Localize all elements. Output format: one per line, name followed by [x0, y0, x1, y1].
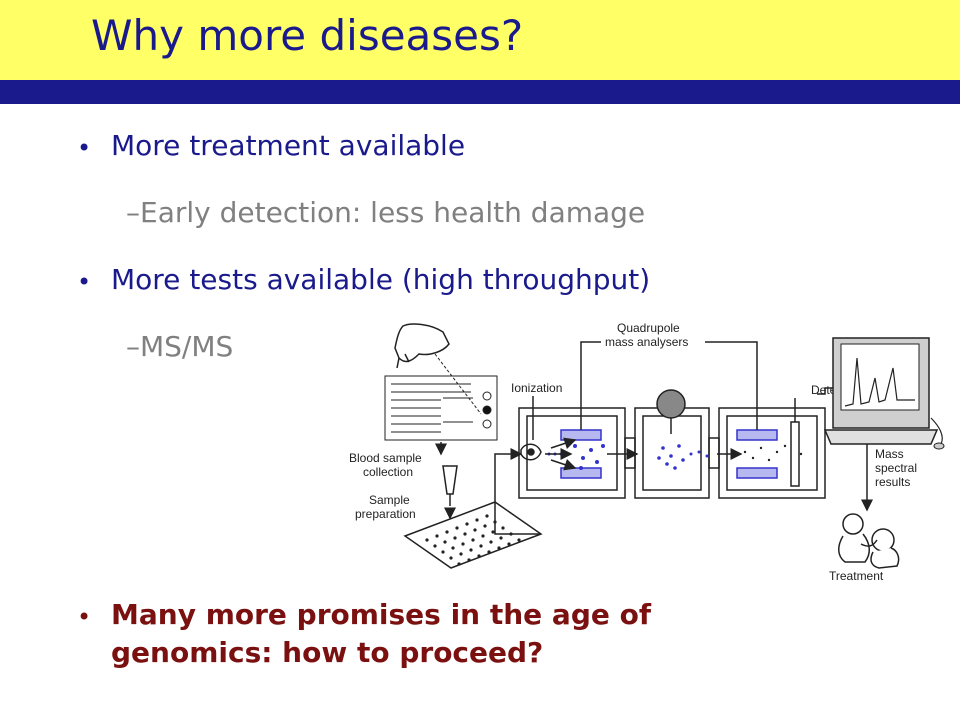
bullet-1-subitem: –Early detection: less health damage	[126, 196, 646, 229]
hand-icon	[394, 323, 450, 369]
bullet-2-subitem: –MS/MS	[126, 330, 234, 363]
bullet-3-text: Many more promises in the age of genomic…	[111, 598, 652, 669]
slide-title: Why more diseases?	[91, 11, 524, 60]
bullet-1-text: More treatment available	[111, 129, 466, 162]
vacuum-housing	[518, 407, 826, 499]
title-band	[0, 0, 960, 80]
mass-label-2: spectral	[875, 461, 917, 475]
ionization-label: Ionization	[511, 381, 562, 395]
treatment-label: Treatment	[829, 569, 884, 583]
msms-diagram: Blood sample collection Sample preparati…	[349, 321, 945, 583]
quadrupole-label-2: mass analysers	[605, 335, 688, 349]
quadrupole-label-1: Quadrupole	[617, 321, 680, 335]
title-rule-bar	[0, 80, 960, 104]
blood-label-1: Blood sample	[349, 451, 422, 465]
mass-label-1: Mass	[875, 447, 904, 461]
pipette-icon	[442, 465, 458, 506]
ion-source-icon	[520, 443, 542, 461]
computer-monitor-icon	[823, 337, 945, 450]
blood-label-2: collection	[363, 465, 413, 479]
bullet-2-text: More tests available (high throughput)	[111, 263, 651, 296]
bullet-marker-3: •	[77, 603, 92, 631]
sample-label-1: Sample	[369, 493, 410, 507]
screening-card-icon	[384, 353, 498, 441]
well-plate-icon	[403, 501, 543, 569]
bullet-marker-1: •	[77, 134, 92, 162]
mass-label-3: results	[875, 475, 910, 489]
detector-plate	[790, 421, 800, 487]
bullet-marker-2: •	[77, 268, 92, 296]
sample-label-2: preparation	[355, 507, 416, 521]
collision-cell-icon	[656, 389, 686, 434]
doctor-baby-icon	[838, 513, 900, 569]
quadrupole-rods	[560, 429, 778, 479]
